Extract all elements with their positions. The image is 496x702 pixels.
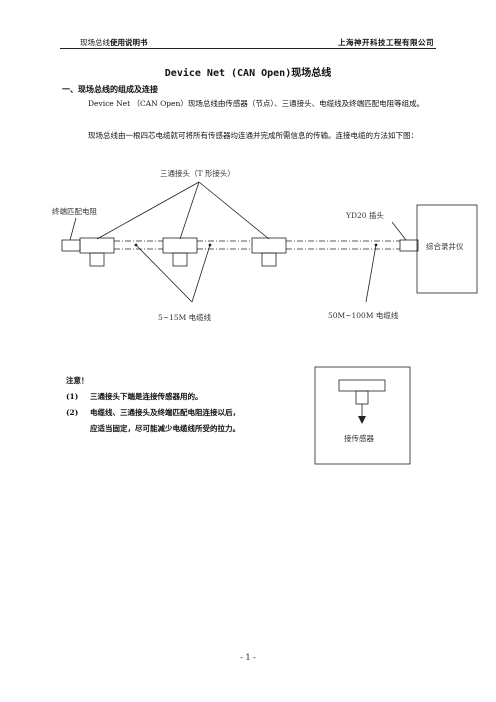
page-number: - 1 - [240,653,256,662]
section-heading: 一、现场总线的组成及连接 [62,84,158,95]
tee-connector-1-stem [89,252,105,267]
header-left-title: 现场总线 [80,38,110,47]
tee-connector-3-stem [261,252,277,267]
label-terminator: 终端匹配电阻 [52,206,97,216]
logging-instrument-box [416,204,478,294]
note-number: (2) [66,408,79,417]
label-short-cable: 5~15M 电缆线 [158,312,212,322]
leader-tee-1 [96,181,200,240]
inset-label: 接传感器 [344,433,374,443]
cable-point-2 [208,243,212,247]
paragraph-connection: 现场总线由一根四芯电缆就可将所有传感器均连通并完成所需信息的传输。连接电缆的方法… [88,131,418,140]
header-left: 现场总线使用说明书 [80,37,148,48]
tee-connector-2-stem [172,252,188,267]
leader-short-cable-1 [135,244,193,303]
label-yd20-plug: YD20 插头 [345,210,384,220]
note-text: 电缆线、三通接头及终端匹配电阻连接以后， [90,408,240,417]
paragraph-composition: Device Net （CAN Open）现场总线由传感器（节点）、三通接头、电… [88,99,425,108]
leader-plug [391,221,407,241]
section-number: 一、 [62,84,78,94]
label-long-cable: 50M~100M 电缆线 [328,310,399,320]
cable-point-3 [374,243,378,247]
document-title: Device Net (CAN Open)现场总线 [164,68,332,79]
tee-connector-2 [162,237,198,254]
label-tee-connector: 三通接头（T 形接头） [160,168,235,178]
terminator-resistor [61,239,81,252]
note-text: 三通接头下端是连接传感器用的。 [90,392,203,401]
inset-tee-stem [355,390,369,405]
notes-block: 注意！ (1) 三通接头下端是连接传感器用的。 (2) 电缆线、三通接头及终端匹… [66,373,240,437]
leader-short-cable-2 [191,244,211,303]
leader-tee-3 [198,181,270,240]
section-title: 现场总线的组成及连接 [78,84,158,94]
label-logging-instrument: 综合录井仪 [426,241,464,251]
note-text-continued: 应适当固定，尽可能减少电缆线所受的拉力。 [90,424,240,433]
header-left-subtitle: 使用说明书 [110,38,148,47]
down-arrow-icon [358,416,366,424]
header-company: 上海神开科技工程有限公司 [338,38,434,47]
notes-title: 注意！ [66,376,89,385]
inset-tee-connector [338,379,386,392]
header-rule [60,48,436,49]
leader-long-cable [365,244,377,303]
note-item-1: (1) 三通接头下端是连接传感器用的。 [66,389,240,405]
cable-point-1 [134,243,138,247]
sensor-inset-frame [314,366,411,465]
tee-connector-3 [251,237,287,254]
tee-connector-1 [79,237,115,254]
yd20-plug [399,239,419,252]
leader-tee-2 [179,181,200,240]
note-item-2: (2) 电缆线、三通接头及终端匹配电阻连接以后， [66,405,240,421]
leader-terminator [69,217,77,241]
note-number: (1) [66,392,79,401]
